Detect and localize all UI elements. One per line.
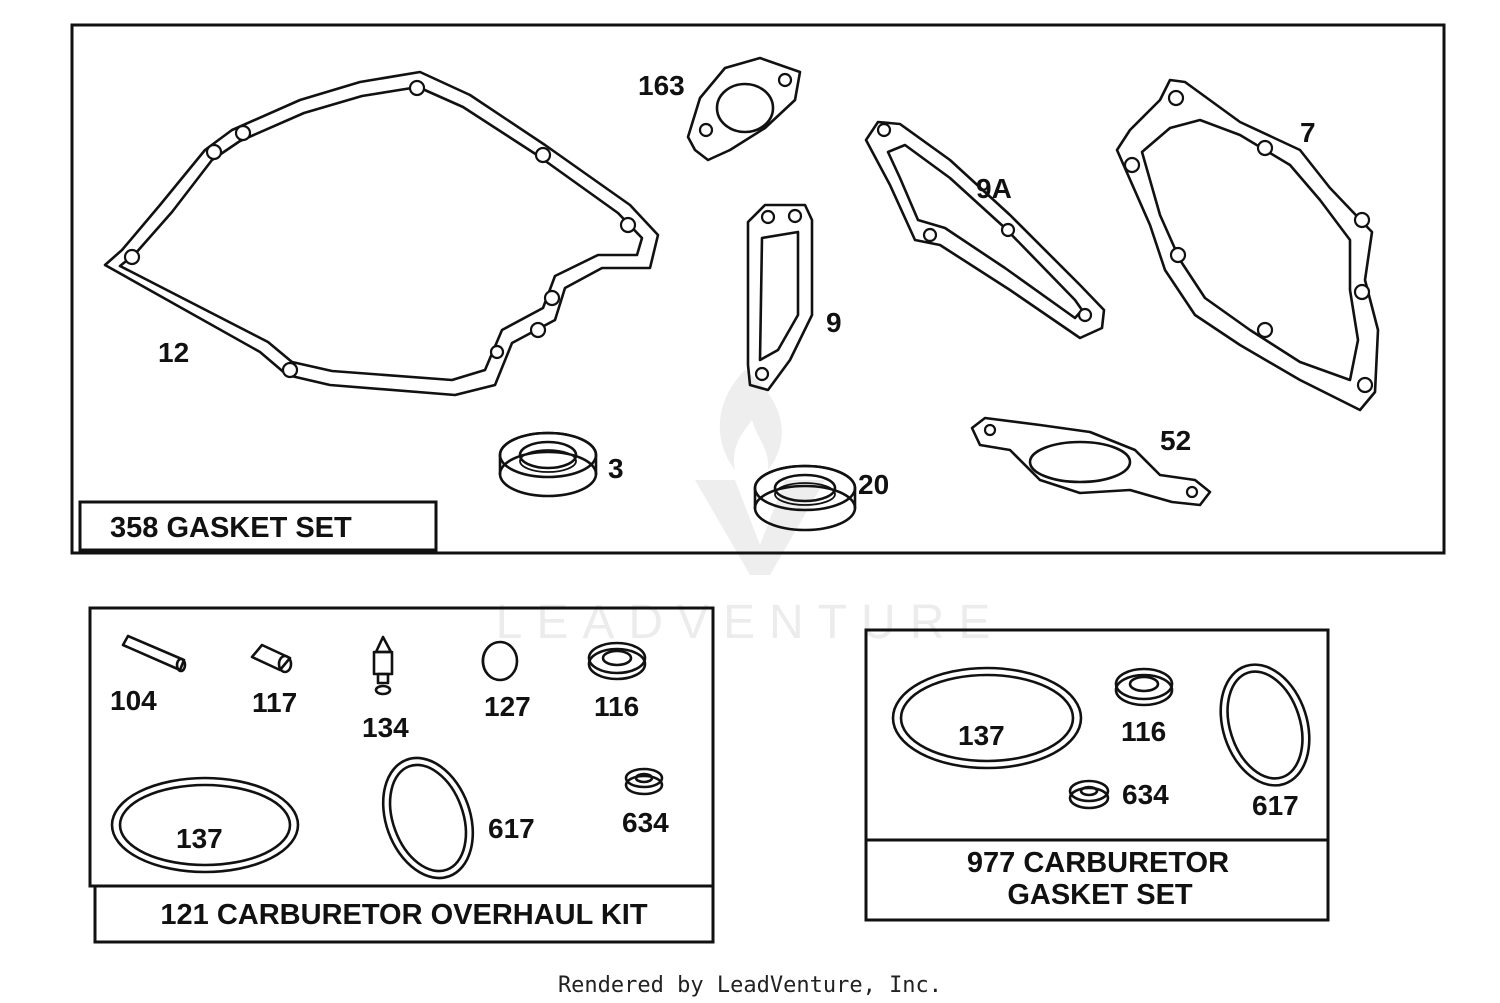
part-9a-gasket (864, 120, 1106, 340)
part-137-o-ring (110, 776, 300, 874)
part-label-634: 634 (1122, 779, 1169, 810)
part-label-3: 3 (608, 453, 624, 484)
part-label-52: 52 (1160, 425, 1191, 456)
part-label-163: 163 (638, 70, 685, 101)
kit-title-line-1: 977 CARBURETOR (967, 847, 1229, 879)
footer-credit: Rendered by LeadVenture, Inc. (558, 973, 942, 998)
leadventure-flame-logo (695, 370, 825, 575)
part-116-washer (587, 641, 647, 681)
part-label-12: 12 (158, 337, 189, 368)
part-label-137: 137 (958, 720, 1005, 751)
kit-title: 358 GASKET SET (110, 512, 352, 544)
part-7-cylinder-head-gasket (1115, 78, 1380, 412)
part-label-116: 116 (594, 691, 639, 722)
part-137-o-ring (891, 666, 1083, 770)
kit-title-box (864, 838, 1330, 922)
part-127-plug (481, 640, 519, 682)
part-label-9: 9 (826, 307, 842, 338)
part-9-gasket (746, 203, 814, 392)
part-label-617: 617 (488, 813, 535, 844)
part-label-9A: 9A (976, 173, 1012, 204)
part-104-pin (121, 634, 187, 673)
part-label-117: 117 (252, 687, 297, 718)
part-label-634: 634 (622, 807, 669, 838)
part-label-20: 20 (858, 469, 889, 500)
kit-977-carburetor-gasket-set: 977 CARBURETOR GASKET SET 137 116 634 61… (864, 628, 1330, 922)
part-634-washer (624, 767, 664, 796)
kit-title: 121 CARBURETOR OVERHAUL KIT (160, 899, 647, 931)
kit-121-carburetor-overhaul-kit: 121 CARBURETOR OVERHAUL KIT 104 117 134 … (88, 606, 715, 944)
part-3-oil-seal (498, 431, 598, 498)
part-label-617: 617 (1252, 790, 1299, 821)
part-label-7: 7 (1300, 117, 1316, 148)
watermark-text: LEADVENTURE (496, 596, 1005, 649)
part-52-gasket (970, 416, 1212, 507)
part-label-116: 116 (1121, 716, 1166, 747)
kit-358-gasket-set: 358 GASKET SET 12 163 (70, 23, 1446, 555)
kit-frame (70, 23, 1446, 555)
part-163-gasket (686, 56, 802, 162)
part-label-104: 104 (110, 685, 157, 716)
part-117-sleeve (250, 643, 293, 674)
part-134-float-needle (372, 635, 394, 696)
kit-title-line-2: GASKET SET (1007, 879, 1193, 911)
kit-title-box (78, 500, 438, 552)
part-116-washer (1114, 667, 1174, 707)
part-label-137: 137 (176, 823, 223, 854)
part-617-o-ring (381, 756, 475, 880)
part-634-washer (1068, 779, 1110, 810)
part-617-o-ring (1219, 663, 1311, 787)
kit-title-box (93, 884, 715, 944)
part-20-oil-seal (753, 464, 857, 532)
part-label-127: 127 (484, 691, 531, 722)
part-label-134: 134 (362, 712, 409, 743)
part-12-crankcase-gasket (103, 70, 660, 397)
